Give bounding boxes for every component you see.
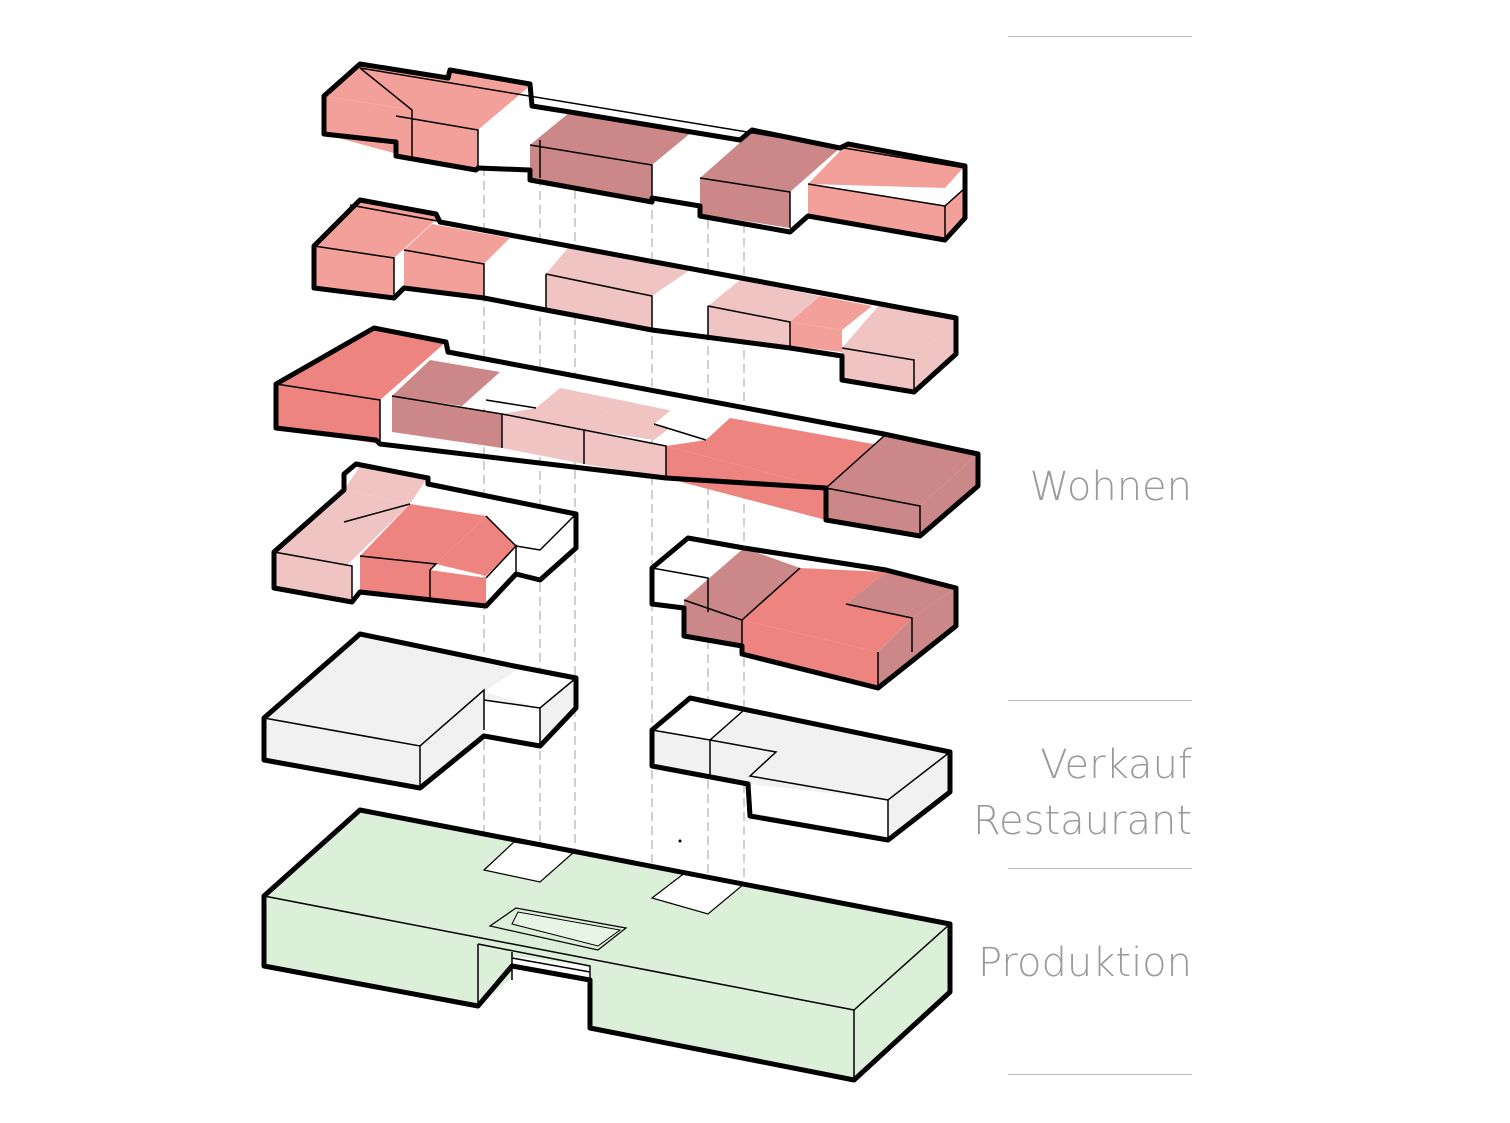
divider-top [1008,36,1192,37]
floor-residential-middle [273,325,981,539]
floor-residential-top [321,61,968,243]
floor-residential-lower-right [649,535,959,691]
label-wohnen: Wohnen [1029,464,1192,510]
divider-bottom [1008,1074,1192,1075]
label-verkauf: Verkauf [1040,742,1192,788]
floor-commercial-right [649,695,953,843]
label-restaurant: Restaurant [973,798,1192,844]
divider-wohnen-verkauf [1008,700,1192,701]
divider-verkauf-produktion [1008,868,1192,869]
label-produktion: Produktion [978,940,1192,986]
floor-residential-lower-left [271,461,579,609]
floor-commercial-left [261,631,579,791]
floor-production [261,807,953,1083]
marker-dot [678,839,682,843]
floor-residential-upper [311,197,959,395]
